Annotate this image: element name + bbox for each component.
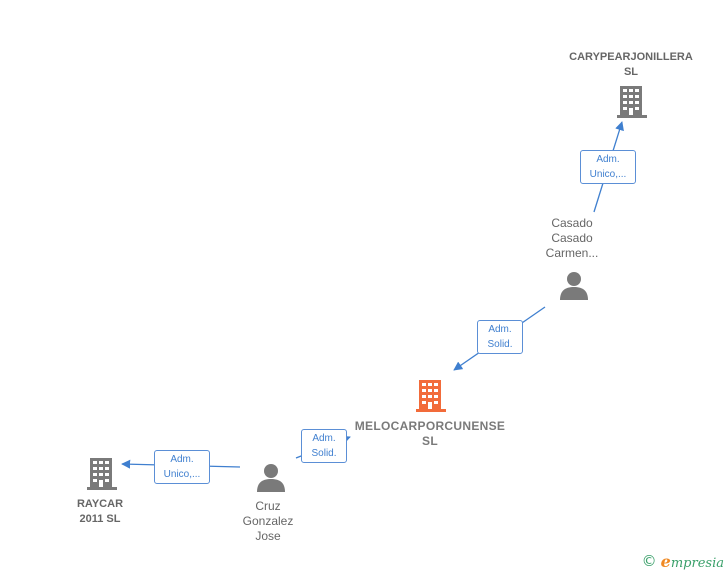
footer-brand: © empresia [642,551,724,571]
edge-label-line: Adm. [596,154,620,165]
edge-label-line: Adm. [488,324,512,335]
node-label-line: 2011 SL [79,513,121,525]
edge-label-line: Adm. [170,454,194,465]
node-label-line: Casado [551,231,593,245]
node-label-line: CARYPEARJONILLERA [569,51,693,63]
edge-label-line: Solid. [487,339,513,350]
node-label-cruz[interactable]: Cruz Gonzalez Jose [228,499,308,544]
node-label-line: Jose [255,529,281,543]
edge-label-cruz-melocar[interactable]: Adm. Solid. [301,429,347,463]
person-icon[interactable] [257,464,285,492]
edge-label-line: Adm. [312,433,336,444]
node-label-line: Cruz [255,499,281,513]
node-label-line: Casado [551,216,593,230]
node-label-line: RAYCAR [76,498,124,510]
building-icon[interactable] [87,458,117,490]
copyright-icon: © [641,552,657,570]
brand-initial: e [660,551,671,571]
brand-logo[interactable]: empresia [661,552,724,571]
node-label-line: Gonzalez [242,514,294,528]
brand-name: mpresia [670,555,724,571]
edge-label-line: Unico,... [163,469,201,480]
building-icon[interactable] [416,380,446,412]
edge-label-cruz-raycar[interactable]: Adm. Unico,... [154,450,210,484]
node-label-casado[interactable]: Casado Casado Carmen... [532,216,612,261]
edge-label-casado-carypear[interactable]: Adm. Unico,... [580,150,636,184]
edge-label-line: Unico,... [589,169,627,180]
node-label-line: SL [623,66,639,78]
node-label-line: MELOCARPORCUNENSE [354,419,506,433]
person-icon[interactable] [560,272,588,300]
node-label-line: SL [422,434,438,448]
node-label-line: Carmen... [545,246,599,260]
edge-label-line: Solid. [311,448,337,459]
node-label-carypear[interactable]: CARYPEARJONILLERA SL [556,50,706,80]
node-label-raycar[interactable]: RAYCAR 2011 SL [60,497,140,527]
edge-label-casado-melocar[interactable]: Adm. Solid. [477,320,523,354]
node-label-melocar[interactable]: MELOCARPORCUNENSE SL [340,419,520,449]
building-icon[interactable] [617,86,647,118]
